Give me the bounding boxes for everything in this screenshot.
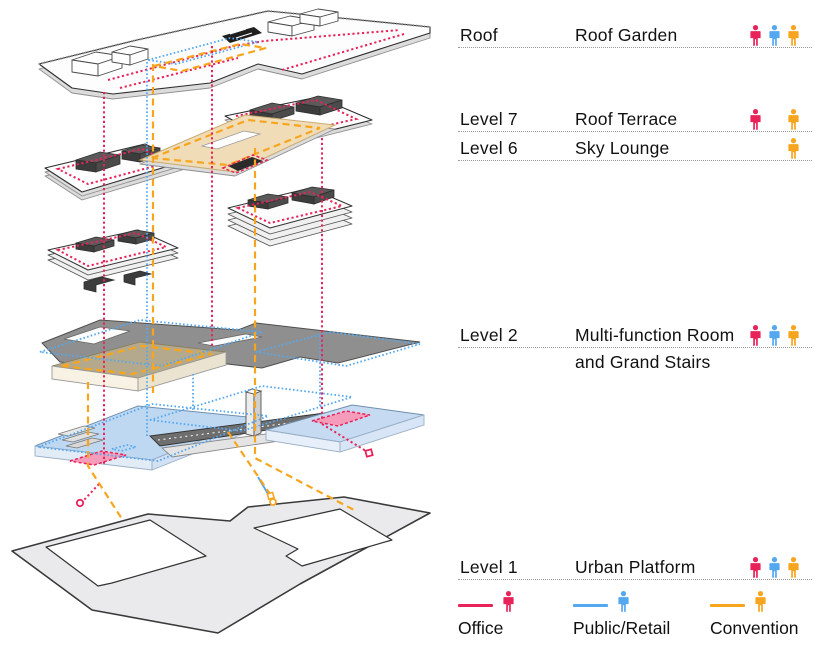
level6-sky-lounge-band [138, 114, 337, 177]
level-label: Level 6 [460, 138, 518, 158]
roof-plate [38, 8, 431, 100]
office-endpoint-square [364, 448, 374, 458]
exploded-axonometric-diagram [11, 8, 431, 634]
footprint-cutout-left [45, 519, 207, 587]
multifunction-slab [51, 341, 227, 392]
level-row-1: Level 1 Urban Platform [458, 557, 812, 580]
convention-endpoint-square [266, 491, 276, 501]
convention-line-swatch [710, 604, 745, 608]
convention-person-icon [787, 138, 800, 159]
legend-label: Public/Retail [573, 618, 671, 638]
level-program-name: Roof Terrace [575, 109, 678, 129]
level-program-name: Roof Garden [575, 25, 678, 45]
office-stack-right [227, 186, 353, 247]
level-program-name: Multi-function Room [575, 325, 735, 345]
level-label: Level 1 [460, 557, 518, 577]
level-label: Roof [460, 25, 498, 45]
convention-person-icon [787, 557, 800, 578]
level-row-2: Level 2 Multi-function Room and Grand St… [458, 325, 812, 372]
user-group-icons [749, 325, 800, 346]
public-person-icon [768, 325, 781, 346]
ground-plane [11, 496, 431, 634]
connector-end-markers [75, 448, 374, 508]
level1-urban-platform [34, 385, 425, 471]
level-label: Level 2 [460, 325, 518, 345]
roof-stair-wedge [222, 27, 262, 43]
building-levels-drawing [11, 8, 431, 634]
office-core-patch-left [70, 451, 126, 465]
level7-roof-terrace [44, 95, 373, 201]
office-endpoint-circle [75, 498, 85, 508]
level-row-7: Level 7 Roof Terrace [458, 109, 812, 132]
convention-person-icon [787, 109, 800, 130]
office-person-icon [749, 557, 762, 578]
user-group-icons [749, 25, 800, 46]
legend-label: Convention [710, 618, 799, 638]
program-connector-lines [83, 46, 367, 520]
convention-person-icon [787, 25, 800, 46]
convention-endpoint-circle [269, 498, 277, 506]
convention-person-icon [787, 325, 800, 346]
office-person-icon [502, 591, 515, 612]
user-group-icons [749, 557, 800, 578]
office-person-icon [749, 109, 762, 130]
public-person-icon [768, 25, 781, 46]
public-retail-line-swatch [573, 604, 608, 608]
user-group-icons [749, 138, 800, 159]
level-label: Level 7 [460, 109, 518, 129]
convention-person-icon [754, 591, 767, 612]
legend-label: Office [458, 618, 504, 638]
roof-penthouse-boxes [71, 8, 339, 77]
public-person-icon [768, 557, 781, 578]
user-group-icons [749, 109, 800, 130]
level-program-name: Sky Lounge [575, 138, 670, 158]
level-row-roof: Roof Roof Garden [458, 25, 812, 48]
public-person-icon [617, 591, 630, 612]
footprint-cutout-right [253, 508, 393, 567]
level-program-name: Urban Platform [575, 557, 696, 577]
level-row-6: Level 6 Sky Lounge [458, 138, 812, 161]
level-program-name-line2: and Grand Stairs [575, 352, 711, 372]
office-stack-left [47, 229, 179, 293]
office-person-icon [749, 25, 762, 46]
office-core-patch-right [312, 411, 370, 426]
office-person-icon [749, 325, 762, 346]
office-line-swatch [458, 604, 493, 608]
level2-multifunction [39, 319, 421, 392]
